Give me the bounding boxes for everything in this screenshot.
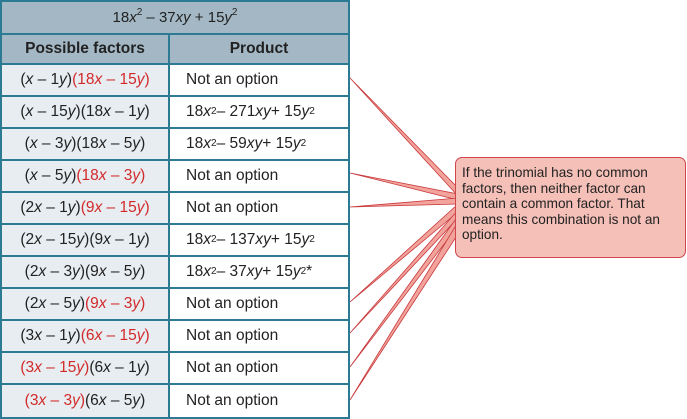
- product-cell: Not an option: [170, 321, 348, 351]
- table-row: (3x – 3y)(6x – 5y)Not an option: [2, 385, 348, 417]
- factor-2: (9x – 3y): [85, 295, 146, 312]
- factor-2: (9x – 5y): [85, 263, 146, 280]
- factor-2: (18x – 5y): [76, 135, 146, 152]
- factor-2: (6x – 15y): [80, 327, 150, 344]
- table-row: (3x – 15y)(6x – 1y)Not an option: [2, 353, 348, 385]
- factors-cell: (x – 3y)(18x – 5y): [2, 129, 170, 159]
- factor-1: (2x – 15y): [20, 231, 90, 248]
- factor-2: (9x – 15y): [80, 199, 150, 216]
- factor-2: (18x – 3y): [76, 167, 146, 184]
- factor-2: (18x – 15y): [72, 71, 150, 88]
- callout-note: If the trinomial has no common factors, …: [455, 157, 686, 258]
- factor-table: 18x2 – 37xy + 15y2 Possible factors Prod…: [0, 0, 350, 419]
- factors-cell: (x – 1y)(18x – 15y): [2, 65, 170, 95]
- factors-cell: (x – 15y)(18x – 1y): [2, 97, 170, 127]
- product-cell: Not an option: [170, 353, 348, 383]
- trinomial-expression: 18x2 – 37xy + 15y2: [112, 7, 238, 27]
- factors-cell: (2x – 1y)(9x – 15y): [2, 193, 170, 223]
- factor-1: (x – 1y): [20, 71, 73, 88]
- product-cell: Not an option: [170, 65, 348, 95]
- factor-1: (2x – 1y): [20, 199, 81, 216]
- factor-1: (3x – 3y): [24, 392, 85, 409]
- header-possible-factors: Possible factors: [2, 35, 170, 63]
- table-row: (3x – 1y)(6x – 15y)Not an option: [2, 321, 348, 353]
- factors-cell: (x – 5y)(18x – 3y): [2, 161, 170, 191]
- product-cell: Not an option: [170, 161, 348, 191]
- table-title: 18x2 – 37xy + 15y2: [2, 2, 348, 35]
- table-row: (x – 5y)(18x – 3y)Not an option: [2, 161, 348, 193]
- factors-cell: (3x – 3y)(6x – 5y): [2, 385, 170, 417]
- factor-1: (x – 5y): [24, 167, 77, 184]
- factor-1: (x – 3y): [24, 135, 77, 152]
- factor-2: (9x – 1y): [89, 231, 150, 248]
- product-cell: Not an option: [170, 385, 348, 417]
- table-row: (2x – 5y)(9x – 3y)Not an option: [2, 289, 348, 321]
- factor-1: (3x – 15y): [20, 359, 90, 376]
- factors-cell: (2x – 15y)(9x – 1y): [2, 225, 170, 255]
- factors-cell: (2x – 3y)(9x – 5y): [2, 257, 170, 287]
- header-product: Product: [170, 35, 348, 63]
- factor-1: (2x – 5y): [24, 295, 85, 312]
- factors-cell: (3x – 15y)(6x – 1y): [2, 353, 170, 383]
- factor-2: (6x – 1y): [89, 359, 150, 376]
- table-row: (2x – 1y)(9x – 15y)Not an option: [2, 193, 348, 225]
- factor-1: (3x – 1y): [20, 327, 81, 344]
- factors-cell: (3x – 1y)(6x – 15y): [2, 321, 170, 351]
- product-cell: Not an option: [170, 193, 348, 223]
- product-cell: Not an option: [170, 289, 348, 319]
- factor-1: (x – 15y): [20, 103, 81, 120]
- factor-2: (6x – 5y): [85, 392, 146, 409]
- factor-1: (2x – 3y): [24, 263, 85, 280]
- table-header-row: Possible factors Product: [2, 35, 348, 65]
- table-row: (x – 1y)(18x – 15y)Not an option: [2, 65, 348, 97]
- factors-cell: (2x – 5y)(9x – 3y): [2, 289, 170, 319]
- factor-2: (18x – 1y): [80, 103, 150, 120]
